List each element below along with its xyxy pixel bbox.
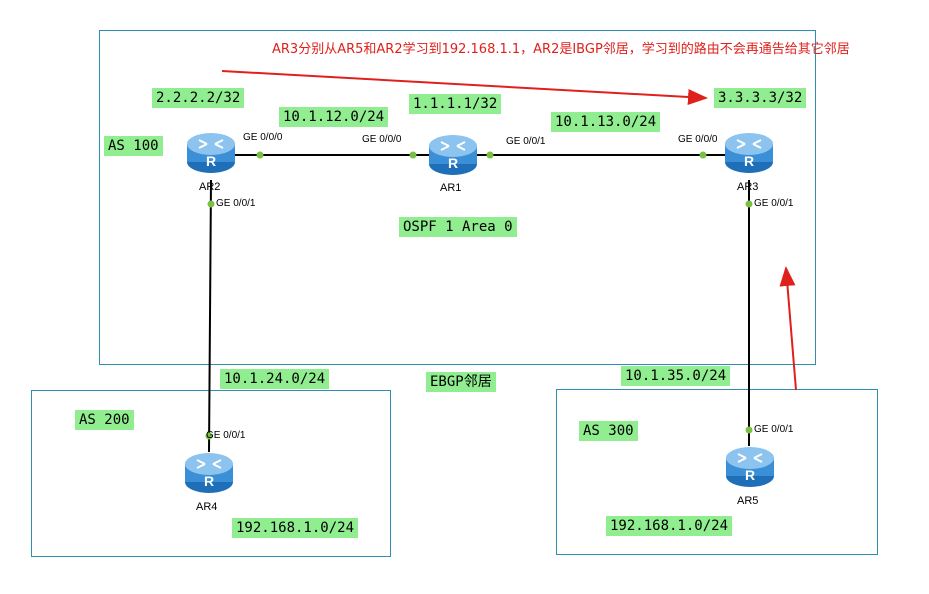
port-dot-ar1-g000 [409,151,417,159]
router-icon-ar4[interactable]: R [184,450,234,496]
ospf-area-label: OSPF 1 Area 0 [399,217,517,237]
as300-label: AS 300 [579,421,638,441]
as200-label: AS 200 [75,410,134,430]
ar1-name: AR1 [440,182,462,194]
annotation-text: AR3分别从AR5和AR2学习到192.168.1.1，AR2是IBGP邻居，学… [272,42,850,57]
ebgp-neighbor-label: EBGP邻居 [426,372,496,392]
svg-text:R: R [744,153,754,169]
as100-label: AS 100 [104,136,163,156]
arrow-icon-ar5-to-ar3 [779,266,797,391]
router-icon-ar2[interactable]: R [186,130,236,176]
ar2-name: AR2 [199,181,221,193]
port-dot-ar4-g001 [205,432,213,440]
ar2-loopback-label: 2.2.2.2/32 [152,88,245,108]
ar1-port-g000: GE 0/0/0 [362,134,402,145]
ar3-port-g001: GE 0/0/1 [754,198,794,209]
as300-box [556,389,878,555]
port-dot-ar3-g000 [699,151,707,159]
router-icon-ar5[interactable]: R [725,444,775,490]
port-dot-ar2-g001 [207,200,215,208]
ar1-loopback-label: 1.1.1.1/32 [409,94,502,114]
link-ar2-ar4 [208,179,212,453]
ar4-name: AR4 [196,501,218,513]
svg-text:R: R [745,467,755,483]
port-dot-ar1-g001 [486,151,494,159]
ar5-network-label: 192.168.1.0/24 [606,516,733,536]
ar4-port-g001: GE 0/0/1 [206,430,246,441]
link-ar2-ar4-subnet: 10.1.24.0/24 [220,369,330,389]
port-dot-ar2-g000 [256,151,264,159]
ar5-name: AR5 [737,495,759,507]
arrow-icon-ar2-to-ar3 [221,70,708,105]
link-ar1-ar3-subnet: 10.1.13.0/24 [551,112,661,132]
svg-text:R: R [204,473,214,489]
ar2-port-g000: GE 0/0/0 [243,132,283,143]
ar5-port-g001: GE 0/0/1 [754,424,794,435]
ar3-loopback-label: 3.3.3.3/32 [714,88,807,108]
router-icon-ar1[interactable]: R [428,132,478,178]
as200-box [31,390,391,557]
router-icon-ar3[interactable]: R [724,130,774,176]
link-ar3-ar5-subnet: 10.1.35.0/24 [621,366,731,386]
ar3-name: AR3 [737,181,759,193]
as100-box [99,30,816,365]
svg-text:R: R [448,155,458,171]
link-ar2-ar1-subnet: 10.1.12.0/24 [279,107,389,127]
svg-text:R: R [206,153,216,169]
port-dot-ar3-g001 [745,200,753,208]
ar2-port-g001: GE 0/0/1 [216,198,256,209]
port-dot-ar5-g001 [745,426,753,434]
ar1-port-g001: GE 0/0/1 [506,136,546,147]
ar3-port-g000: GE 0/0/0 [678,134,718,145]
ar4-network-label: 192.168.1.0/24 [232,518,359,538]
